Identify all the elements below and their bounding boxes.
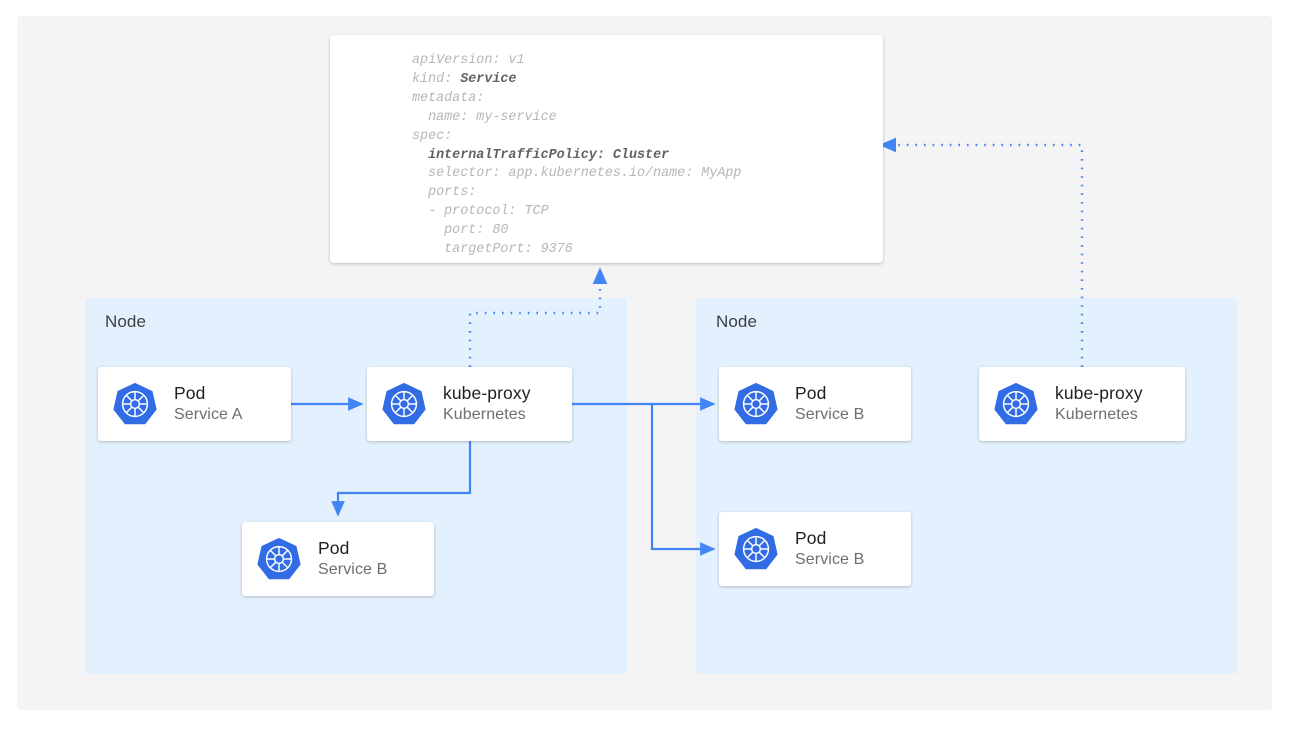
yaml-line: ports: (412, 185, 477, 201)
yaml-line: spec: (412, 128, 453, 144)
card-subtitle: Kubernetes (1055, 406, 1138, 423)
service-yaml-text: apiVersion: v1 kind: Service metadata: nam… (412, 52, 741, 260)
card-subtitle: Service B (795, 406, 865, 423)
card-title: Pod (318, 538, 350, 558)
node-panel-left: Node (85, 298, 627, 674)
card-subtitle: Kubernetes (443, 406, 526, 423)
yaml-line: apiVersion: v1 (412, 53, 525, 68)
card-pod-service-b-left[interactable]: Pod Service B (242, 522, 434, 596)
card-title: Pod (795, 383, 827, 403)
yaml-line: metadata: (412, 90, 485, 106)
card-title: kube-proxy (443, 383, 531, 403)
card-kube-proxy-right[interactable]: kube-proxy Kubernetes (979, 367, 1185, 441)
yaml-line: internalTrafficPolicy: Cluster (412, 147, 670, 163)
card-title: kube-proxy (1055, 383, 1143, 403)
card-title: Pod (174, 383, 206, 403)
kubernetes-logo-icon (256, 536, 302, 582)
card-title: Pod (795, 528, 827, 548)
card-kube-proxy-left[interactable]: kube-proxy Kubernetes (367, 367, 572, 441)
card-pod-service-b-right-top[interactable]: Pod Service B (719, 367, 911, 441)
kubernetes-logo-icon (733, 526, 779, 572)
card-subtitle: Service B (795, 551, 865, 568)
yaml-line: - protocol: TCP (412, 204, 549, 220)
card-pod-service-b-right-bottom[interactable]: Pod Service B (719, 512, 911, 586)
yaml-line: targetPort: 9376 (412, 242, 573, 258)
card-subtitle: Service B (318, 561, 388, 578)
service-yaml-card: apiVersion: v1 kind: Service metadata: nam… (330, 35, 883, 263)
kubernetes-logo-icon (733, 381, 779, 427)
card-subtitle: Service A (174, 406, 243, 423)
yaml-line: kind: Service (412, 71, 517, 87)
card-pod-service-a[interactable]: Pod Service A (98, 367, 291, 441)
yaml-line: port: 80 (412, 223, 509, 239)
kubernetes-logo-icon (381, 381, 427, 427)
yaml-line: selector: app.kubernetes.io/name: MyApp (412, 166, 742, 182)
kubernetes-logo-icon (993, 381, 1039, 427)
node-panel-right: Node (696, 298, 1237, 674)
node-label-left: Node (105, 312, 147, 331)
kubernetes-logo-icon (112, 381, 158, 427)
node-label-right: Node (716, 312, 758, 331)
yaml-line: name: my-service (412, 109, 557, 125)
